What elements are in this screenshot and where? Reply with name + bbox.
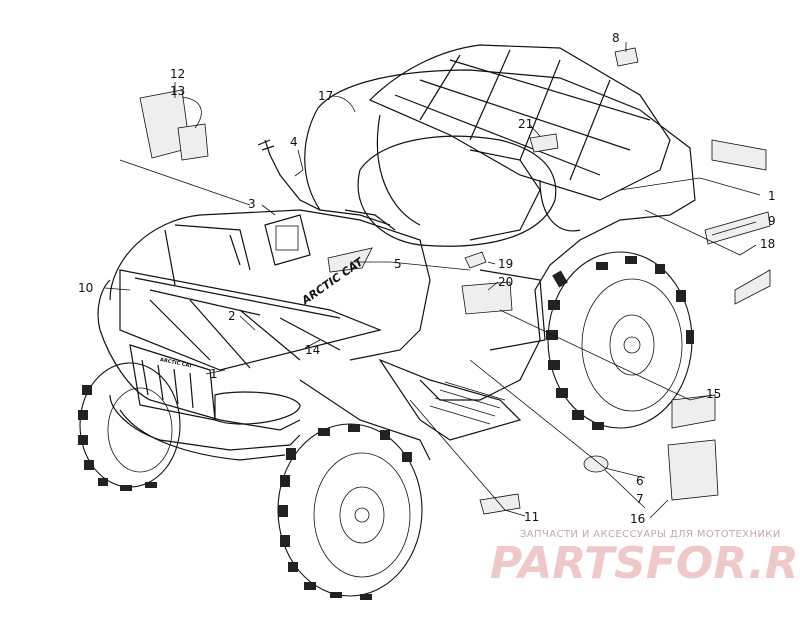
callout-6: 6 — [636, 474, 644, 488]
rear-rack — [368, 44, 671, 232]
decal-8 — [614, 47, 639, 67]
callout-19: 19 — [498, 257, 513, 271]
grille-decal-text: ARCTIC CAT — [159, 357, 193, 370]
decal-13 — [177, 123, 209, 161]
callout-8: 8 — [612, 31, 620, 45]
callout-12: 12 — [170, 67, 185, 81]
watermark-logo: PARTSFOR.RU — [490, 538, 800, 589]
decal-6-7 — [583, 455, 609, 473]
decal-18 — [734, 269, 771, 305]
callout-14: 14 — [305, 343, 320, 357]
decal-shapes — [139, 47, 771, 515]
watermark-subtitle: ЗАПЧАСТИ И АКСЕССУАРЫ ДЛЯ МОТОТЕХНИКИ — [520, 529, 781, 540]
atv-body — [97, 69, 696, 461]
callout-13: 13 — [170, 84, 185, 98]
callout-4: 4 — [290, 135, 298, 149]
callout-9: 9 — [768, 214, 776, 228]
decal-5 — [327, 247, 373, 273]
callout-15: 15 — [706, 387, 721, 401]
leader-lines — [104, 42, 761, 519]
callout-21: 21 — [518, 117, 533, 131]
front-right-wheel — [277, 423, 423, 600]
callout-2: 2 — [228, 309, 236, 323]
callout-5: 5 — [394, 257, 402, 271]
handlebar — [257, 139, 396, 266]
callout-20: 20 — [498, 275, 513, 289]
callout-16: 16 — [630, 512, 645, 526]
callout-17: 17 — [318, 89, 333, 103]
callout-1-rear: 1 — [768, 189, 776, 203]
front-rack — [119, 224, 382, 371]
callout-18: 18 — [760, 237, 775, 251]
callout-7: 7 — [636, 492, 644, 506]
callout-1-front: 1 — [210, 367, 218, 381]
decal-15 — [671, 394, 716, 429]
callout-numbers: 12 13 17 8 4 3 21 1 9 18 5 19 20 10 2 14… — [78, 31, 776, 526]
decal-20 — [461, 281, 513, 315]
decal-16 — [667, 439, 719, 501]
decal-21 — [529, 133, 559, 153]
callout-3: 3 — [248, 197, 256, 211]
decal-19 — [464, 251, 487, 269]
callout-11: 11 — [524, 510, 539, 524]
decal-1-rear — [711, 139, 767, 171]
callout-10: 10 — [78, 281, 93, 295]
